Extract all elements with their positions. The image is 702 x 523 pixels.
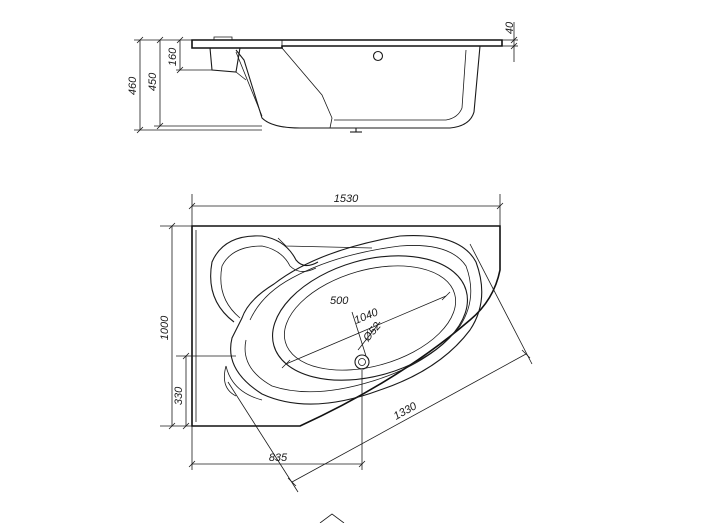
side-headrest bbox=[209, 47, 241, 73]
dim-front-length: 835 bbox=[269, 452, 288, 464]
headrest-outline bbox=[210, 235, 319, 323]
dim-side-short: 330 bbox=[173, 386, 185, 405]
dim-tub-height: 450 bbox=[147, 72, 159, 91]
dim-diagonal-length: 1330 bbox=[392, 400, 420, 423]
drain-hole bbox=[354, 354, 370, 370]
side-rim bbox=[191, 39, 503, 49]
top-view: 500 1040 Ø52 1530 1000 330 835 1330 bbox=[159, 193, 533, 493]
dim-inner-width: 500 bbox=[330, 295, 349, 307]
dim-overall-width: 1000 bbox=[159, 315, 171, 340]
dim-total-height: 460 bbox=[127, 76, 139, 95]
side-view: 460 450 160 40 bbox=[127, 21, 518, 134]
dim-rim-thickness: 40 bbox=[504, 21, 516, 34]
dim-overall-length: 1530 bbox=[334, 193, 359, 205]
inner-basin bbox=[272, 255, 468, 381]
tub-outline bbox=[191, 225, 501, 427]
overflow-hole bbox=[372, 50, 384, 62]
dim-apron-depth: 160 bbox=[167, 47, 179, 66]
bathing-area-outer bbox=[230, 234, 483, 405]
side-tub-body bbox=[235, 45, 481, 129]
